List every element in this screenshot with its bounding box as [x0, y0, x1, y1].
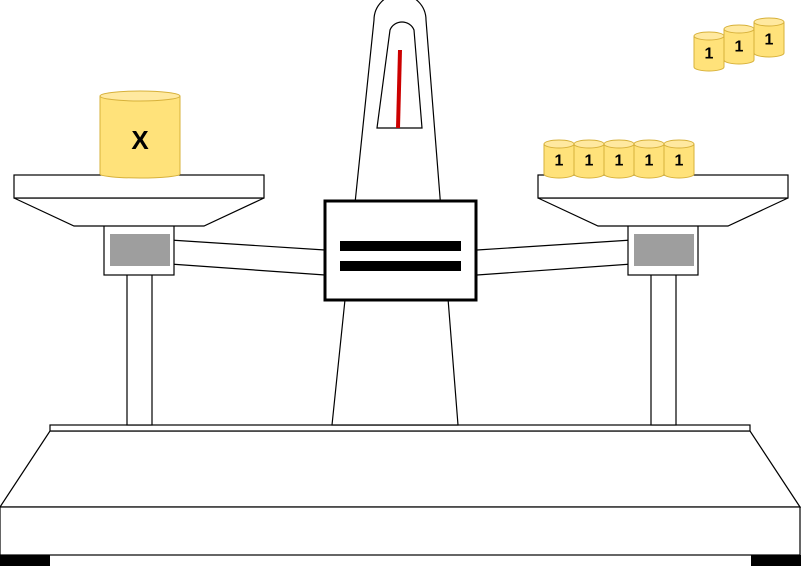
unit-weight-right-1-body — [544, 144, 574, 174]
unit-weight-spare-1-label: 1 — [705, 45, 714, 62]
unknown-weight-bottom-rim — [99, 173, 181, 179]
left-pan-assembly — [13, 174, 265, 426]
equals-indicator — [323, 199, 478, 302]
right-pan — [537, 174, 789, 199]
base-top-slope — [0, 430, 801, 508]
unit-weight-right-1-label: 1 — [555, 153, 564, 170]
unknown-weight-label: X — [131, 125, 149, 155]
unit-weight-spare-3-label: 1 — [765, 31, 774, 48]
unit-weight-right-3-label: 1 — [615, 153, 624, 170]
left-beam-lower — [169, 263, 326, 276]
left-beam-upper — [169, 239, 326, 251]
unit-weight-right-1-top — [543, 139, 575, 149]
unknown-weight-top — [99, 90, 181, 102]
base-top-plate — [49, 424, 751, 432]
unit-weight-right-3-top — [603, 139, 635, 149]
left-pan-bottom — [13, 197, 265, 227]
unknown-weight-body — [100, 96, 180, 174]
scale-base — [0, 424, 801, 566]
unit-weight-right-4-top — [633, 139, 665, 149]
unit-weight-right-2-bottom-rim — [573, 173, 605, 179]
right-beam-upper — [476, 239, 633, 251]
needle — [396, 49, 402, 129]
right-pan-assembly — [537, 174, 789, 426]
unit-weight-right-3-bottom-rim — [603, 173, 635, 179]
unit-weight-spare-3-bottom-rim — [753, 52, 785, 58]
unit-weight-spare-2-body — [724, 29, 754, 60]
unit-weight-spare-2[interactable]: 1 — [723, 24, 755, 65]
unit-weight-spare-2-bottom-rim — [723, 59, 755, 65]
unit-weight-right-1-bottom-rim — [543, 173, 575, 179]
unit-weight-right-2-top — [573, 139, 605, 149]
unit-weight-spare-3-body — [754, 22, 784, 53]
equals-bar-bottom — [340, 261, 461, 271]
right-beam-lower — [476, 263, 633, 276]
unit-weight-spare-3-top — [753, 17, 785, 27]
unit-weight-spare-1-top — [693, 31, 725, 41]
unit-weight-right-3[interactable]: 1 — [603, 139, 635, 179]
unit-weight-right-5-top — [663, 139, 695, 149]
spare-unit-weights: 1 1 1 — [693, 17, 785, 72]
right-foot — [751, 555, 801, 566]
unit-weight-right-5-body — [664, 144, 694, 174]
unit-weight-right-5-label: 1 — [675, 153, 684, 170]
right-pan-bottom — [537, 197, 789, 227]
equals-bar-top — [340, 241, 461, 251]
unit-weight-spare-2-top — [723, 24, 755, 34]
unit-weight-spare-3[interactable]: 1 — [753, 17, 785, 58]
unit-weight-right-4-bottom-rim — [633, 173, 665, 179]
right-post — [650, 273, 677, 426]
unit-weight-right-2-label: 1 — [585, 153, 594, 170]
base-body — [0, 506, 801, 556]
left-foot — [0, 555, 50, 566]
unit-weight-right-2[interactable]: 1 — [573, 139, 605, 179]
unknown-weight-x[interactable]: X — [99, 90, 181, 179]
unit-weight-spare-2-label: 1 — [735, 38, 744, 55]
unit-weight-spare-1-body — [694, 36, 724, 67]
unit-weight-right-5-side-outline — [663, 144, 695, 174]
unit-weight-right-3-body — [604, 144, 634, 174]
unit-weight-right-5-bottom-rim — [663, 173, 695, 179]
left-pan-block-window — [110, 234, 170, 266]
unit-weight-right-4[interactable]: 1 — [633, 139, 665, 179]
unknown-weight-side-outline — [99, 96, 181, 174]
unit-weight-right-1[interactable]: 1 — [543, 139, 575, 179]
right-pan-unit-weights: 1 1 1 1 1 — [543, 139, 695, 179]
unit-weight-right-5[interactable]: 1 — [663, 139, 695, 179]
right-pan-block-window — [634, 234, 694, 266]
unit-weight-right-4-label: 1 — [645, 153, 654, 170]
unit-weight-spare-1[interactable]: 1 — [693, 31, 725, 72]
left-post — [126, 273, 153, 426]
unit-weight-spare-1-bottom-rim — [693, 66, 725, 72]
beams — [169, 239, 633, 276]
unit-weight-spare-3-side-outline — [753, 22, 785, 53]
unit-weight-right-4-body — [634, 144, 664, 174]
unit-weight-right-2-body — [574, 144, 604, 174]
